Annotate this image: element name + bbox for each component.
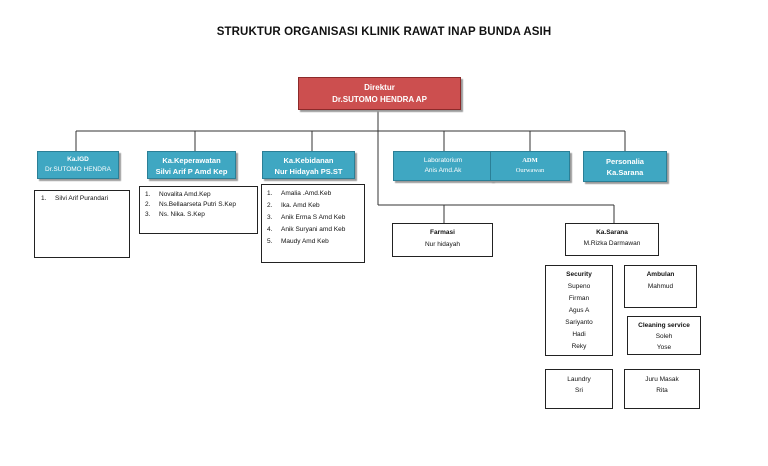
laboratorium-role: Laboratorium xyxy=(423,157,463,164)
laundry-role: Laundry xyxy=(567,376,591,383)
list-item: 2.Ns.Bellaarseta Putri S.Kep xyxy=(145,201,236,208)
list-item: Sri xyxy=(575,387,583,394)
list-item: 3.Anik Erma S Amd Keb xyxy=(267,214,346,221)
list-item: Rita xyxy=(656,387,668,394)
personalia-role: Personalia xyxy=(606,157,644,166)
list-item: Agus A xyxy=(568,307,590,314)
ka-keperawatan-role: Ka.Keperawatan xyxy=(162,156,221,165)
ka-sarana-role: Ka.Sarana xyxy=(596,229,628,236)
cleaning-role: Cleaning service xyxy=(638,322,690,329)
ka-igd-staff-box: 1.Silvi Arif Purandari xyxy=(34,190,130,258)
ka-kebidanan-staff-box: 1.Amalia .Amd.Keb 2.Ika. Amd Keb 3.Anik … xyxy=(261,184,365,263)
node-farmasi: Farmasi Nur hidayah xyxy=(392,223,493,257)
node-personalia: Personalia Ka.Sarana xyxy=(583,151,667,182)
ka-keperawatan-staff-box: 1.Novalita Amd.Kep 2.Ns.Bellaarseta Putr… xyxy=(139,186,258,234)
adm-role: ADM xyxy=(522,157,538,164)
node-ka-keperawatan: Ka.Keperawatan Silvi Arif P Amd Kep xyxy=(147,151,236,179)
node-ambulan: Ambulan Mahmud xyxy=(624,265,697,308)
ka-igd-staff-list: 1.Silvi Arif Purandari xyxy=(41,194,129,203)
list-item: 2.Ika. Amd Keb xyxy=(267,202,320,209)
list-item: 3.Ns. Nika. S.Kep xyxy=(145,211,205,218)
list-item: Sariyanto xyxy=(565,319,593,326)
list-item: Soleh xyxy=(655,333,673,340)
list-item: Supeno xyxy=(567,283,591,290)
node-laundry: Laundry Sri xyxy=(545,369,613,409)
chart-title: STRUKTUR ORGANISASI KLINIK RAWAT INAP BU… xyxy=(216,26,552,38)
security-role: Security xyxy=(566,271,592,278)
list-item: 1.Silvi Arif Purandari xyxy=(41,195,109,202)
node-ka-igd: Ka.IGD Dr.SUTOMO HENDRA xyxy=(37,151,119,179)
list-item: Firman xyxy=(568,295,590,302)
list-item: 1.Amalia .Amd.Keb xyxy=(267,190,332,197)
personalia-name: Ka.Sarana xyxy=(606,168,644,177)
ka-igd-role: Ka.IGD xyxy=(67,156,89,163)
ka-kebidanan-role: Ka.Kebidanan xyxy=(283,156,334,165)
farmasi-name: Nur hidayah xyxy=(424,241,461,248)
list-item: Yose xyxy=(656,344,672,351)
juru-masak-role: Juru Masak xyxy=(645,376,679,383)
node-security: Security Supeno Firman Agus A Sariyanto … xyxy=(545,265,613,356)
ka-sarana-name: M.Rizka Darmawan xyxy=(583,240,641,247)
node-laboratorium: Laboratorium Anis Amd.Ak xyxy=(393,151,493,181)
list-item: 5.Maudy Amd Keb xyxy=(267,238,329,245)
ka-kebidanan-staff-list: 1.Amalia .Amd.Keb 2.Ika. Amd Keb 3.Anik … xyxy=(267,188,364,248)
list-item: Reky xyxy=(571,343,587,350)
list-item: Mahmud xyxy=(647,283,674,290)
direktur-name: Dr.SUTOMO HENDRA AP xyxy=(332,95,427,104)
ka-igd-name: Dr.SUTOMO HENDRA xyxy=(45,166,111,173)
list-item: 4.Anik Suryani amd Keb xyxy=(267,226,346,233)
ka-keperawatan-name: Silvi Arif P Amd Kep xyxy=(155,167,228,176)
node-ka-sarana: Ka.Sarana M.Rizka Darmawan xyxy=(565,223,659,256)
farmasi-role: Farmasi xyxy=(430,229,455,236)
node-juru-masak: Juru Masak Rita xyxy=(624,369,700,409)
node-adm: ADM Ourwawan xyxy=(490,151,570,181)
node-direktur: Direktur Dr.SUTOMO HENDRA AP xyxy=(298,77,461,110)
direktur-role: Direktur xyxy=(364,83,395,92)
ambulan-role: Ambulan xyxy=(646,271,675,278)
ka-kebidanan-name: Nur Hidayah PS.ST xyxy=(274,167,343,176)
list-item: Hadi xyxy=(572,331,586,338)
laboratorium-name: Anis Amd.Ak xyxy=(424,167,462,174)
node-ka-kebidanan: Ka.Kebidanan Nur Hidayah PS.ST xyxy=(262,151,355,179)
adm-name: Ourwawan xyxy=(515,167,545,174)
ka-keperawatan-staff-list: 1.Novalita Amd.Kep 2.Ns.Bellaarseta Putr… xyxy=(145,190,257,220)
list-item: 1.Novalita Amd.Kep xyxy=(145,191,211,198)
node-cleaning-service: Cleaning service Soleh Yose xyxy=(627,316,701,355)
